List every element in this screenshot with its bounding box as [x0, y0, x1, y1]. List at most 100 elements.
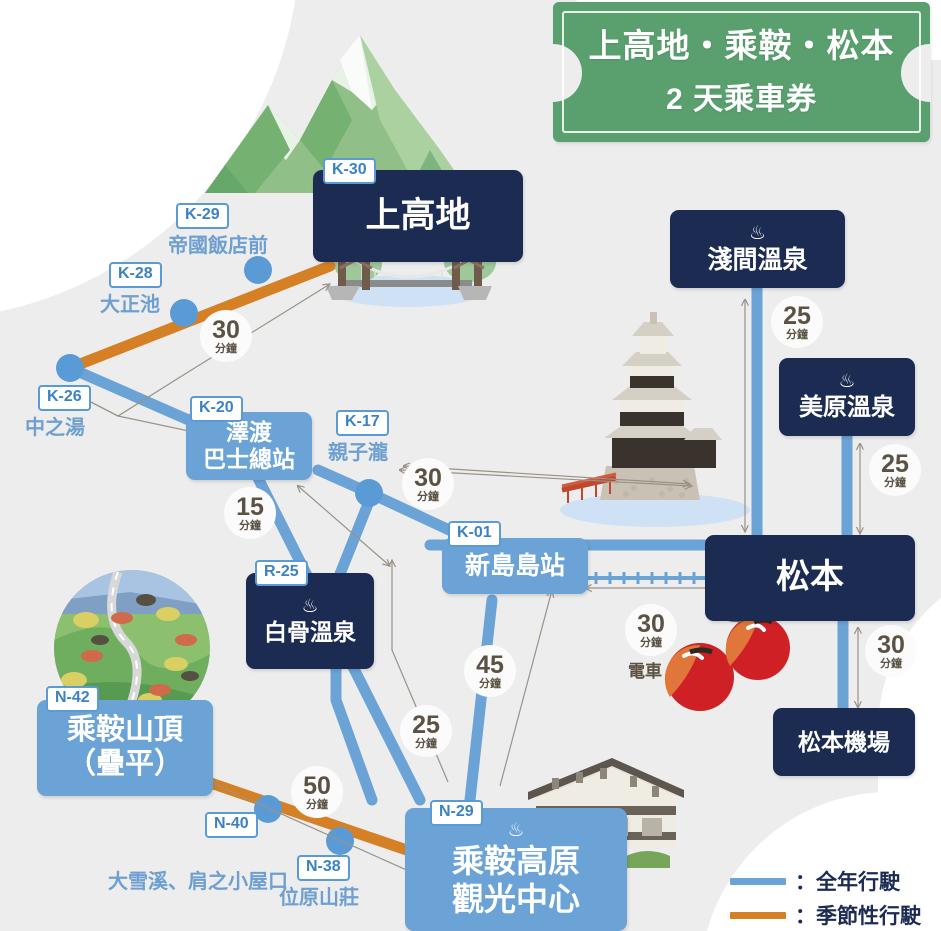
onsen-icon: ♨	[507, 820, 525, 842]
duration-bubble-train: 30 分鐘	[625, 604, 677, 656]
duration-value: 15	[236, 492, 264, 521]
legend-row-seasonal: ：季節性行駛	[730, 898, 935, 931]
station-code-k30: K-30	[323, 158, 376, 184]
station-name-sawando: 澤渡 巴士總站	[203, 419, 295, 472]
station-name-shinshimashima: 新島島站	[464, 551, 565, 580]
legend-label-year-round: ：全年行駛	[795, 871, 900, 894]
stop-dot-k26	[56, 354, 84, 382]
duration-unit: 分鐘	[306, 798, 328, 811]
matsumoto-castle-illustration	[560, 312, 750, 527]
station-box-matsumoto-airport[interactable]: 松本機場	[773, 708, 915, 776]
arrow-50min-summit	[210, 782, 420, 876]
stop-label-n38: 位原山莊	[279, 887, 359, 909]
duration-bubble-shirahone: 15 分鐘	[224, 487, 276, 539]
duration-bubble-asama: 25 分鐘	[771, 296, 823, 348]
station-box-asama-onsen[interactable]: ♨ 淺間溫泉	[670, 210, 845, 288]
duration-bubble-45: 45 分鐘	[464, 645, 516, 697]
duration-bubble-sawando-shinshimashima: 30 分鐘	[402, 458, 454, 510]
stop-label-k29: 帝國飯店前	[168, 235, 268, 257]
stop-dot-k17	[355, 479, 383, 507]
stop-label-k26: 中之湯	[25, 417, 85, 439]
route-line-seasonal-kamikochi	[64, 260, 336, 374]
station-name-shirahone-onsen: 白骨溫泉	[264, 618, 356, 645]
stop-code-k26: K-26	[38, 385, 91, 411]
stop-code-k17: K-17	[336, 410, 389, 436]
stop-dot-k28	[170, 299, 198, 327]
station-box-norikura-summit[interactable]: 乘鞍山頂 （疊平）	[37, 700, 213, 796]
duration-bubble-airport: 30 分鐘	[865, 625, 917, 677]
stop-code-k28: K-28	[109, 262, 162, 288]
route-line-shinshimashima-norikura	[464, 594, 498, 806]
legend-row-year-round: ：全年行駛	[730, 864, 935, 898]
duration-unit: 分鐘	[215, 342, 237, 355]
duration-unit: 分鐘	[884, 476, 906, 489]
stop-label-n40: 大雪溪、肩之小屋口	[108, 871, 288, 893]
duration-bubble-25-norikura: 25 分鐘	[400, 705, 452, 757]
station-name-norikura-summit: 乘鞍山頂 （疊平）	[66, 714, 183, 780]
station-box-mihara-onsen[interactable]: ♨ 美原溫泉	[779, 358, 915, 436]
duration-unit: 分鐘	[239, 519, 261, 532]
station-box-shinshimashima[interactable]: 新島島站	[442, 538, 588, 594]
station-name-matsumoto-airport: 松本機場	[798, 728, 890, 755]
station-box-norikura-kogen-center[interactable]: ♨ 乘鞍高原 觀光中心	[405, 808, 627, 931]
station-code-r25: R-25	[255, 560, 308, 586]
duration-unit: 分鐘	[640, 636, 662, 649]
banner-title-line2: 2 天乘車券	[665, 83, 818, 116]
station-code-k01: K-01	[448, 521, 501, 547]
duration-value: 30	[877, 630, 905, 659]
station-name-mihara-onsen: 美原溫泉	[799, 394, 895, 422]
station-box-matsumoto[interactable]: 松本	[705, 535, 915, 621]
duration-unit: 分鐘	[479, 677, 501, 690]
mountain-illustration	[205, 35, 470, 193]
onsen-icon: ♨	[838, 371, 856, 393]
duration-value: 25	[881, 449, 909, 478]
station-box-sawando[interactable]: 澤渡 巴士總站	[186, 412, 312, 480]
stop-label-k17: 親子瀧	[328, 442, 388, 464]
duration-unit: 分鐘	[786, 328, 808, 341]
stop-dot-n40	[254, 795, 282, 823]
duration-value: 30	[212, 315, 240, 344]
legend-label-seasonal: ：季節性行駛	[795, 905, 921, 928]
station-box-shirahone-onsen[interactable]: ♨ 白骨溫泉	[246, 573, 374, 669]
banner-title-line1: 上高地・乘鞍・松本	[588, 27, 895, 64]
apple-illustration	[664, 609, 790, 711]
duration-value: 30	[414, 463, 442, 492]
title-banner: 上高地・乘鞍・松本 2 天乘車券	[552, 2, 931, 142]
station-code-n42: N-42	[46, 686, 99, 712]
duration-unit: 分鐘	[415, 737, 437, 750]
duration-unit: 分鐘	[417, 490, 439, 503]
station-code-n29: N-29	[430, 800, 483, 826]
stop-dot-n38	[326, 827, 354, 855]
duration-note-train: 電車	[628, 662, 662, 681]
duration-value: 50	[303, 771, 331, 800]
station-name-asama-onsen: 淺間溫泉	[707, 245, 808, 274]
duration-value: 25	[412, 710, 440, 739]
onsen-icon: ♨	[748, 222, 767, 244]
stop-code-k29: K-29	[176, 203, 229, 229]
legend-swatch-blue	[730, 877, 786, 885]
duration-value: 25	[783, 301, 811, 330]
duration-value: 30	[637, 609, 665, 638]
stop-code-n38: N-38	[297, 855, 350, 881]
legend-swatch-orange	[730, 911, 786, 919]
duration-bubble-mihara: 25 分鐘	[869, 444, 921, 496]
arrow-45min	[499, 590, 552, 787]
duration-unit: 分鐘	[880, 657, 902, 670]
railway-line-electric-train	[576, 572, 712, 584]
duration-bubble-kamikochi: 30 分鐘	[200, 310, 252, 362]
station-name-matsumoto: 松本	[776, 558, 844, 597]
duration-value: 45	[476, 650, 504, 679]
stop-code-n40: N-40	[205, 812, 258, 838]
stop-dot-k29	[244, 256, 272, 284]
arrow-sawando-shin	[404, 466, 690, 484]
onsen-icon: ♨	[301, 595, 319, 617]
arrow-15min-shirahone	[298, 486, 390, 566]
station-name-norikura-kogen-center: 乘鞍高原 觀光中心	[451, 843, 580, 917]
station-box-kamikochi[interactable]: 上高地	[313, 170, 523, 262]
duration-bubble-50-summit: 50 分鐘	[291, 766, 343, 818]
stop-label-k28: 大正池	[100, 294, 160, 316]
legend: ：全年行駛 ：季節性行駛	[730, 864, 935, 931]
station-code-k20: K-20	[190, 396, 243, 422]
ticket-inner-border	[562, 11, 921, 133]
